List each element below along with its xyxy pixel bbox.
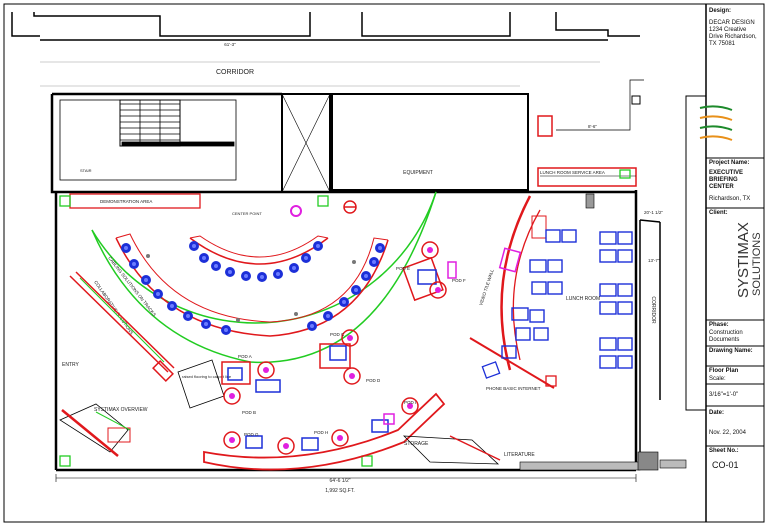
floor-arc-lower [91, 191, 437, 364]
equipment-label: EQUIPMENT [403, 170, 433, 176]
equipment-room [281, 93, 529, 193]
lunch-room-label: LUNCH ROOM [566, 296, 600, 302]
date-label: Date: [709, 410, 725, 416]
scale-value: 3/16"=1'-0" [709, 392, 739, 398]
demo-area-label: DEMONSTRATION AREA [100, 199, 152, 204]
svg-text:SOLUTIONS: SOLUTIONS [751, 232, 763, 296]
systimax-overview-label: SYSTIMAX OVERVIEW [94, 407, 148, 413]
area-label: 1,992 SQ.FT. [325, 488, 354, 494]
raised-floor-label: raised flooring to carpet line [182, 374, 232, 379]
phase-value: Construction Documents [709, 330, 743, 343]
project-label: Project Name: [709, 160, 750, 166]
pod-d-label: POD D [366, 378, 381, 383]
storage-zone [402, 435, 500, 465]
arc-table-outer [115, 237, 389, 337]
client-logo: SYSTIMAX SOLUTIONS [735, 222, 763, 298]
scale-label: Scale: [709, 376, 726, 382]
storage-label: STORAGE [404, 441, 429, 447]
entry-label: ENTRY [62, 362, 80, 368]
pod-g-label: POD G [244, 432, 259, 437]
design-label: Design: [709, 8, 732, 14]
sheet-label: Sheet No.: [709, 448, 739, 454]
dim-right-3: 13'-7" [648, 258, 660, 263]
service-area-label: LUNCH ROOM SERVICE AREA [540, 170, 605, 175]
design-firm-logo [696, 100, 733, 160]
pod-c-label: POD C [330, 332, 345, 337]
pod-h-label: POD H [314, 430, 328, 435]
arc-text-2: COLLABORATIVE SOLUTIONS [93, 280, 134, 336]
stair [59, 99, 237, 181]
pods [203, 241, 457, 471]
service-area [537, 115, 637, 187]
corridor-walls [11, 12, 640, 87]
interactive-wall [69, 271, 175, 382]
dim-right-1: 8'-6" [588, 124, 597, 129]
project-location: Richardson, TX [709, 196, 751, 202]
video-tile-wall [469, 193, 595, 389]
dim-top: 61'-3" [224, 42, 236, 47]
project-name: EXECUTIVE BRIEFING CENTER [709, 170, 744, 190]
bottom-wall-strip [519, 461, 641, 471]
pod-i-label: POD I [404, 400, 416, 405]
pod-e-label: POD E [396, 266, 410, 271]
sheet-number: CO-01 [712, 460, 739, 470]
client-label: Client: [709, 210, 728, 216]
pod-a-label: POD A [238, 354, 252, 359]
right-corridor [639, 219, 661, 470]
corridor-label: CORRIDOR [216, 69, 254, 76]
phase-label: Phase: [709, 322, 729, 328]
pod-labels: POD A POD B POD C POD D POD E POD F POD … [238, 266, 466, 437]
drawing-value: Floor Plan [709, 368, 739, 374]
phone-basic-label: PHONE BASIC INTERNET [486, 386, 541, 391]
stair-label: STAIR [80, 168, 92, 173]
pod-b-label: POD B [242, 410, 256, 415]
chairs-inner-row [189, 241, 323, 282]
raised-floor-outline [177, 359, 225, 409]
pod-f-label: POD F [452, 278, 466, 283]
sheet-border [3, 3, 765, 523]
arc-table-inner [189, 237, 329, 265]
design-firm: DECAR DESIGN 1234 Creative Drive Richard… [709, 20, 757, 47]
dim-bottom: 64'-6 1/2" [329, 478, 350, 484]
lunch-room-furniture [501, 229, 633, 369]
video-wall-label: VIDEO TILE WALL [478, 268, 495, 306]
systimax-overview-zone [59, 403, 373, 467]
dim-right-2: 20'-1 1/2" [644, 210, 663, 215]
center-label: CENTER POINT [232, 211, 262, 216]
drawing-label: Drawing Name: [709, 348, 753, 354]
corridor-right-label: CORRIDOR [650, 296, 656, 324]
svg-text:SYSTIMAX: SYSTIMAX [735, 222, 752, 298]
literature-label: LITERATURE [504, 452, 535, 458]
date-value: Nov. 22, 2004 [709, 430, 746, 436]
